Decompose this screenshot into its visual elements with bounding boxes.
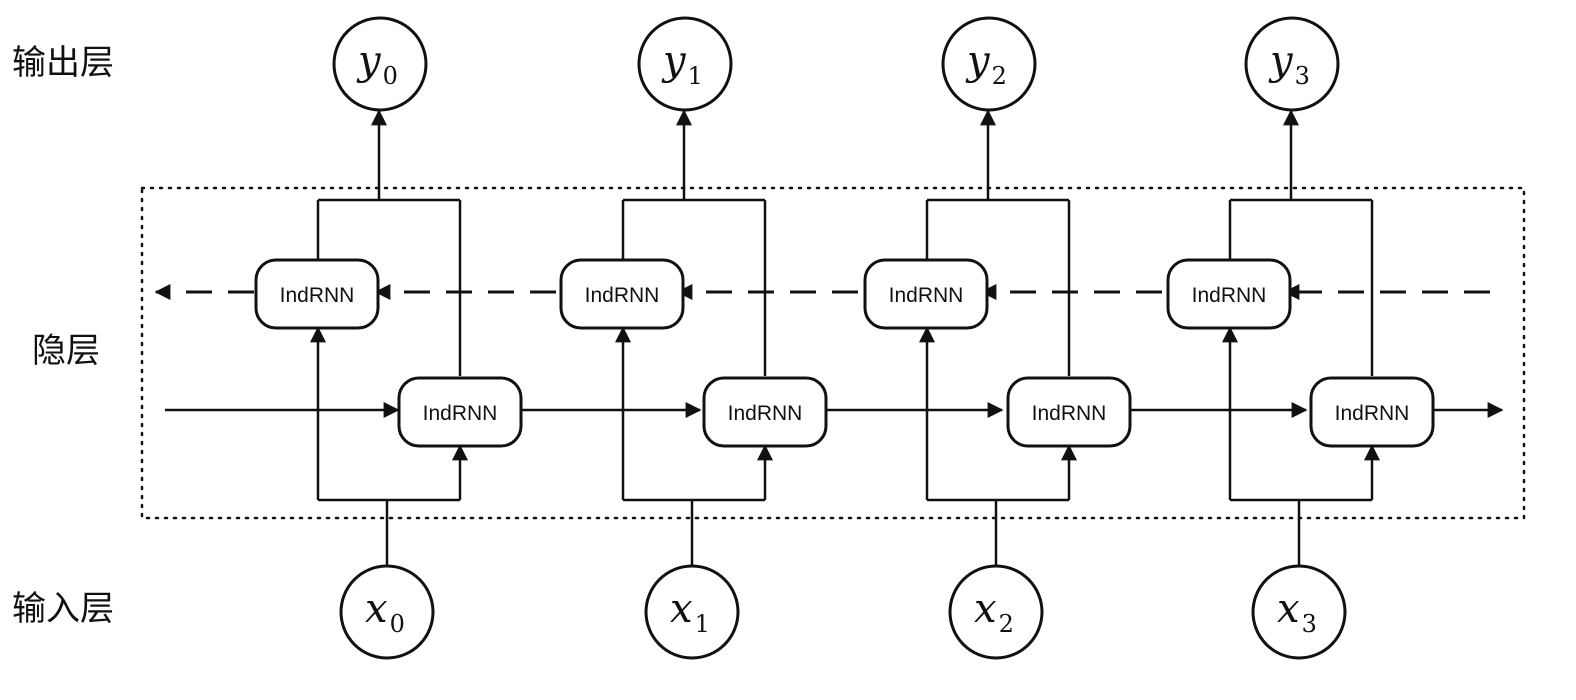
output-node-y2-circle [941,16,1037,112]
timestep-1: IndRNN IndRNN y1 x1 [559,16,828,660]
hidden-layer-label: 隐层 [32,331,100,371]
input-node-x1-label: x1 [670,586,710,638]
output-node-y3-label: y3 [1268,38,1310,90]
backward-indrnn-cell-label: IndRNN [585,284,660,307]
output-node-y1-label: y1 [661,38,703,90]
backward-indrnn-cell-label: IndRNN [1192,284,1267,307]
input-node-x1-circle [644,564,740,660]
forward-indrnn-cell-box [1309,376,1435,448]
hidden-layer-boundary [140,186,1526,520]
output-layer-label: 输出层 [12,43,114,83]
input-node-x2-label: x2 [974,586,1014,638]
timestep-2: IndRNN IndRNN y2 x2 [863,16,1132,660]
output-node-y0-circle [332,16,428,112]
input-layer-label: 输入层 [12,589,114,629]
output-node-y1-circle [637,16,733,112]
output-node-y0-label: y0 [356,38,398,90]
input-node-x0-label: x0 [365,586,405,638]
forward-indrnn-cell-label: IndRNN [1032,402,1107,425]
backward-indrnn-cell-label: IndRNN [280,284,355,307]
input-node-x2-circle [948,564,1044,660]
backward-indrnn-cell-box [1166,258,1292,330]
backward-indrnn-cell-box [863,258,989,330]
input-node-x3-label: x3 [1277,586,1317,638]
forward-indrnn-cell-label: IndRNN [423,402,498,425]
backward-indrnn-cell-label: IndRNN [889,284,964,307]
forward-indrnn-cell-box [702,376,828,448]
input-node-x0-circle [339,564,435,660]
forward-indrnn-cell-box [397,376,523,448]
output-node-y2-label: y2 [965,38,1007,90]
forward-indrnn-cell-label: IndRNN [728,402,803,425]
output-node-y3-circle [1244,16,1340,112]
timestep-0: IndRNN IndRNN y0 x0 [254,16,523,660]
backward-indrnn-cell-box [559,258,685,330]
backward-indrnn-cell-box [254,258,380,330]
forward-indrnn-cell-box [1006,376,1132,448]
forward-indrnn-cell-label: IndRNN [1335,402,1410,425]
timestep-3: IndRNN IndRNN y3 x3 [1166,16,1435,660]
input-node-x3-circle [1251,564,1347,660]
timestep-groups: IndRNNIndRNNy0x0IndRNNIndRNNy1x1IndRNNIn… [254,16,1435,660]
